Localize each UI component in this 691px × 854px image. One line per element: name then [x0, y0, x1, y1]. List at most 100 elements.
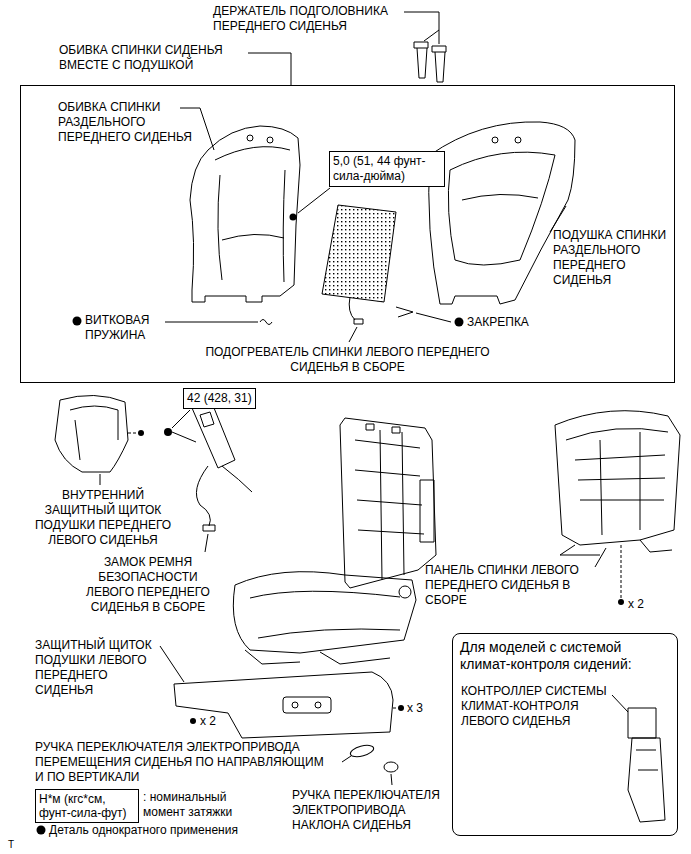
part-label: ПОДОГРЕВАТЕЛЬ СПИНКИ ЛЕВОГО ПЕРЕДНЕГО СИ…: [205, 345, 490, 375]
assembly-heading: ОБИВКА СПИНКИ СИДЕНЬЯ ВМЕСТЕ С ПОДУШКОЙ: [59, 43, 264, 73]
seatbelt-buckle: [164, 403, 252, 552]
switch: [292, 702, 298, 708]
cushion-shield: [160, 646, 404, 738]
leader-line: [391, 774, 392, 785]
seatback-frame: [340, 418, 436, 588]
leader-line: [160, 646, 184, 682]
clip: [396, 307, 464, 327]
recliner: [399, 586, 411, 598]
seat-assembly: [233, 418, 436, 664]
assembly-frame: ОБИВКА СПИНКИ СИДЕНЬЯ ВМЕСТЕ С ПОДУШКОЙ5…: [20, 85, 675, 383]
torque-value: 42 (428, 31): [187, 391, 252, 406]
quantity-label: x 2: [200, 714, 216, 729]
leader-line: [298, 188, 330, 213]
buckle-wire: [196, 466, 252, 526]
one-time-part-dot: [73, 317, 82, 326]
torque-box: 42 (428, 31): [183, 388, 256, 409]
leader-line: [349, 327, 357, 342]
seat-cushion: [233, 572, 416, 653]
climate-controller: [612, 695, 665, 822]
leader-line: [416, 313, 451, 322]
switch-panel: [283, 697, 331, 713]
leader-line: [342, 756, 351, 762]
buckle-body: [192, 403, 235, 468]
torque-unit: Н*м (кгс*см, фунт-сила-фут): [39, 792, 135, 820]
shield-detail: [70, 406, 118, 460]
legend-text: : номинальный момент затяжки: [143, 790, 243, 820]
headrest-guide: [366, 424, 374, 430]
panel-ribs: [566, 428, 668, 535]
controller-block: [628, 708, 656, 738]
leader-line: [404, 12, 439, 44]
legend-torque-box: Н*м (кгс*см, фунт-сила-фут): [35, 789, 139, 823]
seat-rail: [245, 650, 390, 664]
cushion-seam: [250, 591, 400, 638]
screw: [398, 705, 404, 711]
leader-line: [612, 695, 628, 712]
switch-knobs: [342, 743, 398, 785]
spring: [260, 320, 272, 325]
part-label: РУЧКА ПЕРЕКЛЮЧАТЕЛЯ ЭЛЕКТРОПРИВОДА НАКЛО…: [292, 788, 447, 833]
part-label: ПАНЕЛЬ СПИНКИ ЛЕВОГО ПЕРЕДНЕГО СИДЕНЬЯ В…: [425, 563, 605, 608]
screw: [138, 430, 144, 436]
heater-connector: [354, 319, 363, 324]
support-pin: [414, 42, 428, 78]
headrest-hole: [492, 137, 498, 143]
part-label: РУЧКА ПЕРЕКЛЮЧАТЕЛЯ ЭЛЕКТРОПРИВОДА ПЕРЕМ…: [35, 740, 335, 785]
part-label: ЗАЩИТНЫЙ ЩИТОК ПОДУШКИ ЛЕВОГО ПЕРЕДНЕГО …: [35, 638, 165, 698]
shield-outline: [55, 395, 128, 472]
controller-body: [628, 738, 665, 822]
torque-value: 5,0 (51, 44 фунт-сила-дюйма): [333, 154, 441, 184]
seatback-cover: [180, 108, 330, 302]
inner-cushion-shield: [55, 395, 144, 485]
recline-knob: [384, 762, 398, 772]
torque-box: 5,0 (51, 44 фунт-сила-дюйма): [329, 151, 445, 187]
frame-lattice: [355, 430, 424, 580]
pad-seam: [448, 152, 555, 265]
part-label: ВИТКОВАЯ ПРУЖИНА: [85, 313, 175, 343]
headrest-guide: [392, 427, 400, 433]
part-label: ОБИВКА СПИНКИ РАЗДЕЛЬНОГО ПЕРЕДНЕГО СИДЕ…: [58, 100, 208, 145]
nut: [290, 214, 297, 221]
quantity-label: x 3: [407, 701, 423, 716]
part-label: ПОДУШКА СПИНКИ РАЗДЕЛЬНОГО ПЕРЕДНЕГО СИД…: [553, 228, 671, 288]
bolt: [164, 428, 172, 436]
option-heading: Для моделей с системой климат-контроля с…: [460, 639, 672, 673]
part-label: ЗАМОК РЕМНЯ БЕЗОПАСНОСТИ ЛЕВОГО ПЕРЕДНЕГ…: [80, 555, 216, 615]
part-label: КОНТРОЛЛЕР СИСТЕМЫ КЛИМАТ-КОНТРОЛЯ ЛЕВОГ…: [461, 684, 616, 729]
leader-line: [248, 53, 291, 85]
screw: [190, 718, 196, 724]
quantity-label: x 2: [628, 597, 644, 612]
switch: [315, 702, 321, 708]
side-airbag: [420, 480, 434, 542]
leader-line: [165, 322, 258, 323]
clip-shape: [396, 307, 413, 317]
screw-axis: [393, 708, 398, 709]
part-label: ВНУТРЕННИЙ ЗАЩИТНЫЙ ЩИТОК ПОДУШКИ ПЕРЕДН…: [26, 488, 180, 548]
support-pin: [432, 46, 446, 82]
leader-line: [205, 534, 208, 552]
one-time-part-dot: [455, 318, 464, 327]
panel-leg: [560, 540, 672, 555]
part-label: ДЕРЖАТЕЛЬ ПОДГОЛОВНИКА ПЕРЕДНЕГО СИДЕНЬЯ: [213, 4, 408, 34]
headrest-hole: [247, 135, 253, 141]
seatback-heater: [322, 205, 396, 342]
leader-line: [172, 410, 190, 428]
headrest-support: [404, 12, 446, 82]
slide-knob: [349, 743, 375, 759]
leader-line: [100, 474, 101, 485]
leader-line: [595, 548, 606, 567]
part-label: ЗАКРЕПКА: [467, 315, 557, 330]
buckle-bracket: [172, 432, 196, 442]
shield-outline: [174, 672, 393, 738]
screw: [618, 599, 624, 605]
option-box: Для моделей с системой климат-контроля с…: [452, 633, 678, 836]
figure-mark: T: [8, 839, 14, 851]
legend-text: Деталь однократного применения: [49, 823, 279, 838]
panel-outline: [555, 411, 680, 545]
screw-axis: [128, 433, 137, 434]
headrest-hole: [515, 137, 521, 143]
screw-axis: [621, 545, 622, 598]
heater-wire: [349, 297, 355, 320]
